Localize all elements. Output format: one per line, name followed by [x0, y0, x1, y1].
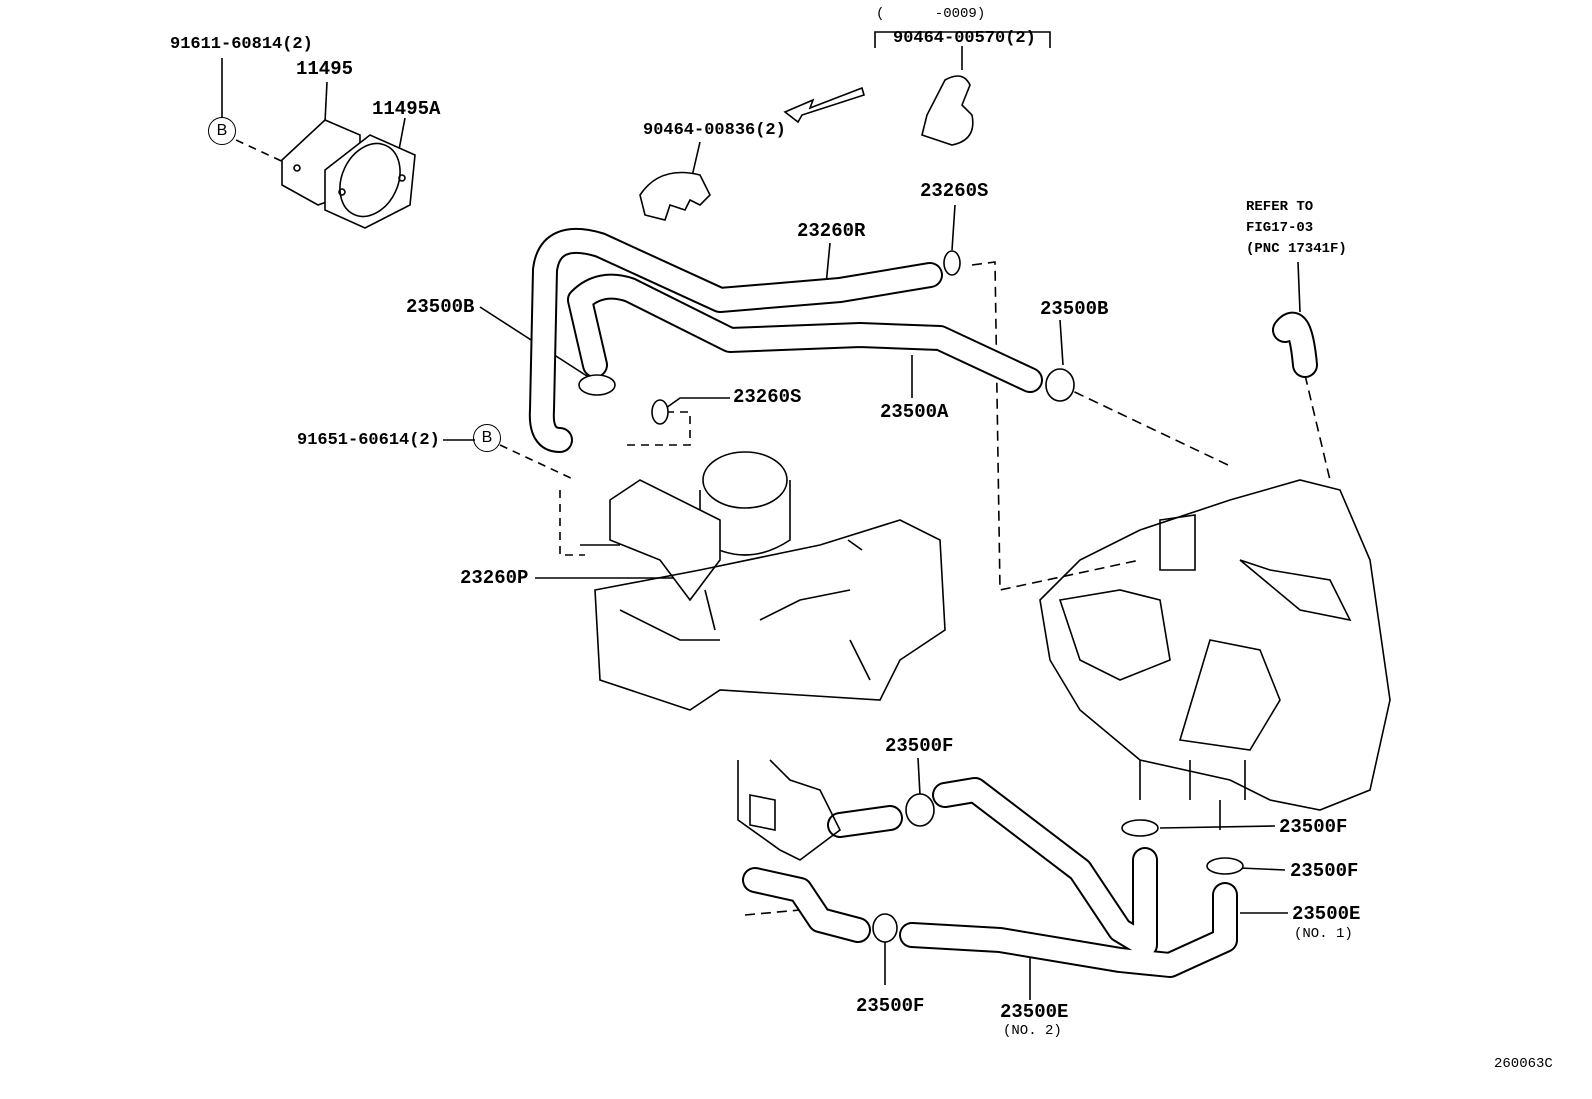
label-clip-90464-00836[interactable]: 90464-00836(2) [643, 121, 786, 140]
label-23500A[interactable]: 23500A [880, 401, 949, 423]
label-bolt-91611[interactable]: 91611-60814(2) [170, 35, 313, 54]
label-23260R[interactable]: 23260R [797, 220, 866, 242]
label-23500B-right[interactable]: 23500B [1040, 298, 1109, 320]
clip-drawings [639, 75, 974, 221]
part-11495-drawing [281, 119, 416, 229]
label-bolt-91651[interactable]: 91651-60614(2) [297, 431, 440, 450]
clamps [578, 250, 1244, 943]
label-23500F-top[interactable]: 23500F [885, 735, 954, 757]
throttle-body-drawing [580, 451, 946, 711]
label-23500E-no2-sub: (NO. 2) [1003, 1023, 1062, 1039]
label-23260P[interactable]: 23260P [460, 567, 529, 589]
label-23500F-right2[interactable]: 23500F [1290, 860, 1359, 882]
ref-b-marker-mid: B [473, 424, 501, 452]
label-refer-line3: (PNC 17341F) [1246, 241, 1347, 257]
label-refer-line2[interactable]: FIG17-03 [1246, 220, 1314, 236]
arrow-icon [783, 86, 865, 124]
label-23500E-no2[interactable]: 23500E [1000, 1001, 1069, 1023]
label-23500E-no1[interactable]: 23500E [1292, 903, 1361, 925]
engine-block-drawing [1039, 479, 1391, 830]
label-11495A[interactable]: 11495A [372, 98, 441, 120]
figure-id: 260063C [1494, 1056, 1553, 1072]
label-23260S-top[interactable]: 23260S [920, 180, 989, 202]
label-23500E-no1-sub: (NO. 1) [1294, 926, 1353, 942]
bracket-drawing [737, 759, 842, 861]
label-date-range: ( -0009) [876, 6, 986, 22]
label-refer-line1: REFER TO [1246, 199, 1314, 215]
label-23500B-left[interactable]: 23500B [406, 296, 475, 318]
label-11495[interactable]: 11495 [296, 58, 354, 80]
ref-b-marker-top: B [208, 117, 236, 145]
label-clip-90464-00570[interactable]: 90464-00570(2) [893, 29, 1036, 48]
label-23500F-bottom[interactable]: 23500F [856, 995, 925, 1017]
label-23500F-right1[interactable]: 23500F [1279, 816, 1348, 838]
hoses [528, 227, 1318, 978]
label-23260S-mid[interactable]: 23260S [733, 386, 802, 408]
